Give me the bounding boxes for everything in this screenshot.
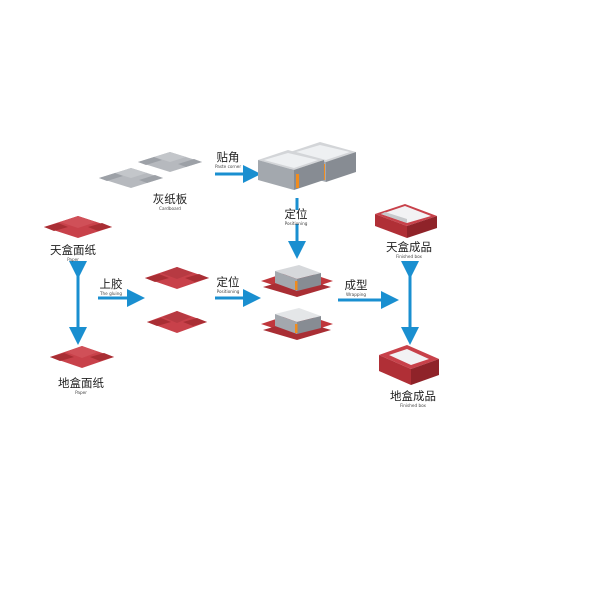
label-positioning-top: 定位 Positioning xyxy=(276,207,316,227)
label-paste-corner: 贴角 Paste corner xyxy=(206,150,250,170)
label-base-finished: 地盒成品 Finished box xyxy=(380,389,446,409)
label-wrapping-en: Wrapping xyxy=(345,292,367,297)
positioned-boxes xyxy=(261,265,333,340)
label-cardboard: 灰纸板 Cardboard xyxy=(142,192,198,212)
label-lid-finished-zh: 天盒成品 xyxy=(386,240,432,254)
finished-lid-box xyxy=(375,204,437,238)
label-positioning-top-zh: 定位 xyxy=(284,207,308,221)
label-base-paper-en: Paper xyxy=(75,390,87,395)
label-wrapping-zh: 成型 xyxy=(344,278,368,292)
label-positioning-mid-en: Positioning xyxy=(216,289,240,294)
grey-open-boxes xyxy=(258,142,356,190)
label-gluing-zh: 上胶 xyxy=(99,277,123,291)
label-base-paper: 地盒面纸 Paper xyxy=(48,376,114,396)
label-positioning-mid: 定位 Positioning xyxy=(208,275,248,295)
label-paste-corner-zh: 贴角 xyxy=(216,150,240,164)
label-lid-paper-en: Paper xyxy=(67,257,79,262)
label-lid-finished-en: Finished box xyxy=(395,254,423,259)
cardboard-sheets xyxy=(99,152,202,188)
label-wrapping: 成型 Wrapping xyxy=(334,278,378,298)
label-base-finished-zh: 地盒成品 xyxy=(390,389,436,403)
label-cardboard-zh: 灰纸板 xyxy=(152,192,188,206)
label-lid-paper-zh: 天盒面纸 xyxy=(50,243,96,257)
lid-paper xyxy=(44,216,112,238)
label-base-paper-zh: 地盒面纸 xyxy=(58,376,104,390)
label-positioning-mid-zh: 定位 xyxy=(216,275,240,289)
label-cardboard-en: Cardboard xyxy=(159,206,181,211)
base-paper xyxy=(50,346,114,368)
label-gluing: 上胶 The gluing xyxy=(92,277,130,297)
label-lid-paper: 天盒面纸 Paper xyxy=(40,243,106,263)
label-lid-finished: 天盒成品 Finished box xyxy=(376,240,442,260)
label-gluing-en: The gluing xyxy=(99,291,123,296)
label-base-finished-en: Finished box xyxy=(399,403,427,408)
finished-base-box xyxy=(379,345,439,385)
glued-papers xyxy=(145,267,209,333)
label-positioning-top-en: Positioning xyxy=(284,221,308,226)
label-paste-corner-en: Paste corner xyxy=(214,164,242,169)
